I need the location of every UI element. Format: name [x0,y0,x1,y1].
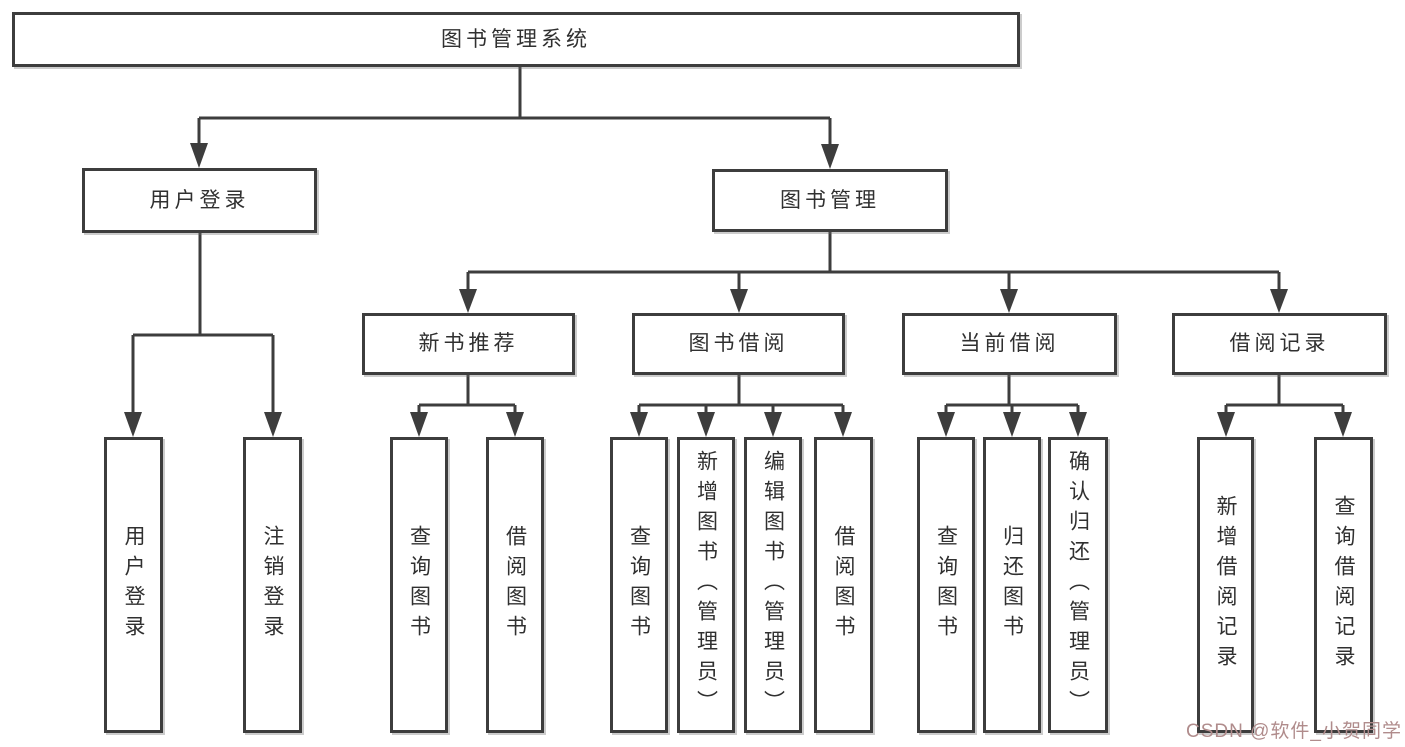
node-current-borrowing-label: 当前借阅 [959,332,1060,356]
node-root: 图书管理系统 [12,12,1020,67]
leaf-query-books-borrowing-label: 查询图书 [627,525,651,645]
connector-book-borrowing-children [630,375,852,437]
node-new-book-recommendation-label: 新书推荐 [418,332,519,356]
leaf-confirm-return-admin-label: 确认归还（管理员） [1066,450,1090,720]
leaf-borrow-books: 借阅图书 [814,437,873,733]
leaf-query-books-recommend: 查询图书 [390,437,448,733]
node-user-login: 用户登录 [82,168,317,233]
leaf-add-borrow-record: 新增借阅记录 [1197,437,1254,733]
leaf-query-books-borrowing: 查询图书 [610,437,668,733]
leaf-borrow-books-label: 借阅图书 [832,525,855,645]
leaf-query-books-recommend-label: 查询图书 [407,525,431,645]
connector-current-borrowing-children [937,375,1087,437]
leaf-borrow-books-recommend-label: 借阅图书 [503,525,527,645]
node-book-borrowing: 图书借阅 [632,313,845,375]
leaf-borrow-books-recommend: 借阅图书 [486,437,544,733]
leaf-edit-books-admin: 编辑图书（管理员） [744,437,802,733]
leaf-query-books-current-label: 查询图书 [934,525,958,645]
node-book-borrowing-label: 图书借阅 [688,332,789,356]
leaf-edit-books-admin-label: 编辑图书（管理员） [761,450,785,720]
leaf-logout-label: 注销登录 [261,525,284,645]
leaf-add-borrow-record-label: 新增借阅记录 [1214,495,1237,675]
leaf-return-books-label: 归还图书 [1000,525,1024,645]
leaf-confirm-return-admin: 确认归还（管理员） [1048,437,1108,733]
node-root-label: 图书管理系统 [441,27,591,51]
node-borrowing-records-label: 借阅记录 [1229,332,1330,356]
leaf-return-books: 归还图书 [983,437,1041,733]
leaf-add-books-admin: 新增图书（管理员） [677,437,735,733]
leaf-query-borrow-record-label: 查询借阅记录 [1332,495,1355,675]
leaf-logout: 注销登录 [243,437,302,733]
connector-user-login-children [124,233,282,437]
leaf-user-login-label: 用户登录 [122,525,145,645]
node-new-book-recommendation: 新书推荐 [362,313,575,375]
node-book-management: 图书管理 [712,169,948,232]
node-book-management-label: 图书管理 [780,188,880,212]
leaf-user-login: 用户登录 [104,437,163,733]
csdn-watermark: CSDN @软件_小贺同学 [1186,721,1402,742]
node-current-borrowing: 当前借阅 [902,313,1117,375]
connector-new-book-children [410,375,524,437]
node-borrowing-records: 借阅记录 [1172,313,1387,375]
connector-book-management-to-level3 [459,232,1288,313]
connector-borrowing-records-children [1217,375,1352,437]
node-user-login-label: 用户登录 [149,188,250,212]
leaf-add-books-admin-label: 新增图书（管理员） [694,450,718,720]
leaf-query-borrow-record: 查询借阅记录 [1314,437,1373,733]
connector-root-to-level2 [190,67,839,169]
leaf-query-books-current: 查询图书 [917,437,975,733]
